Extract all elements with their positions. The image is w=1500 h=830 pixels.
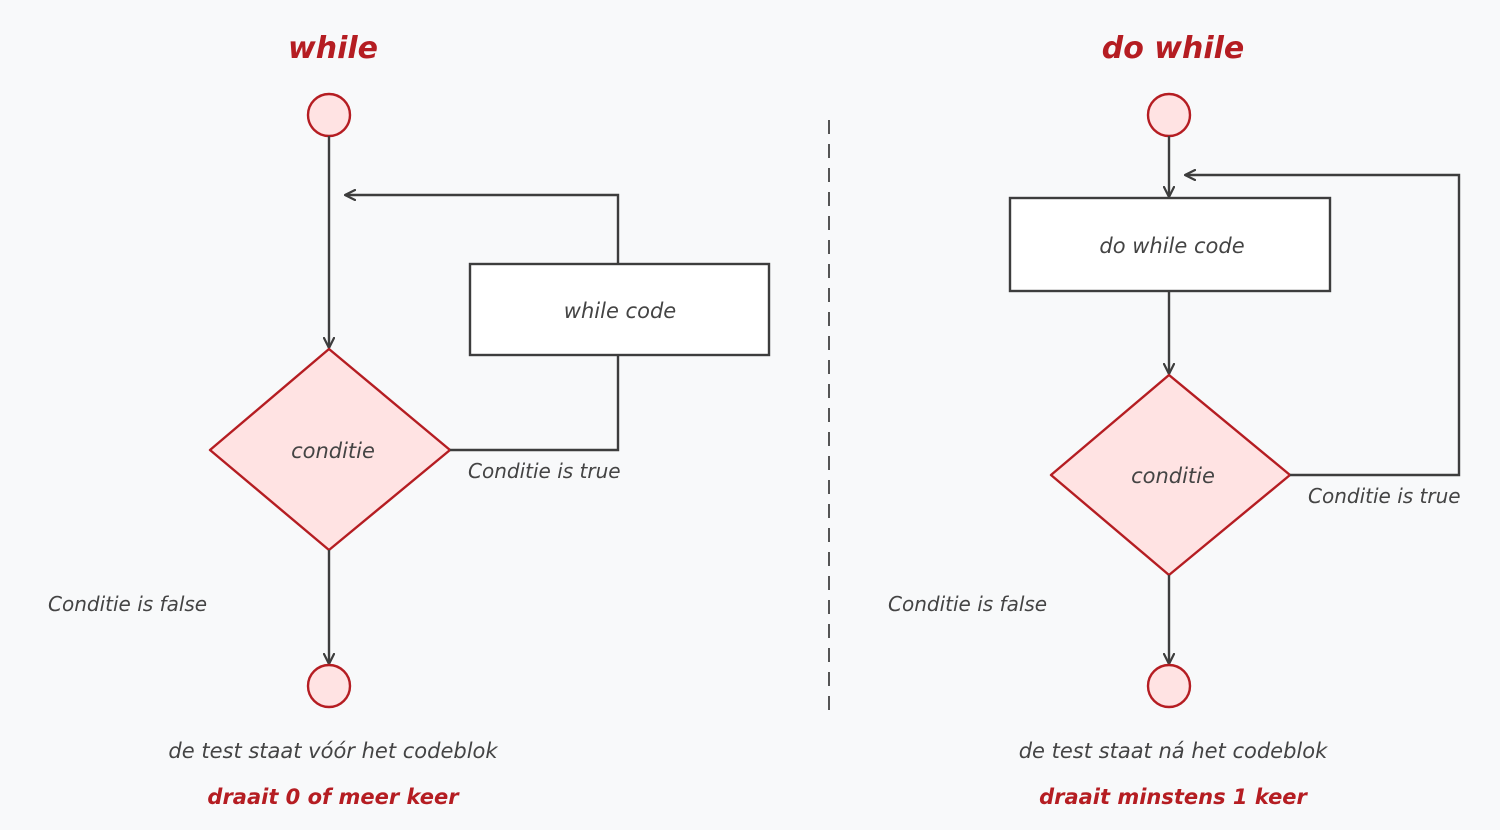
do-while-summary: draait minstens 1 keer bbox=[1039, 785, 1308, 809]
do-while-diagram: do while do while code conditie Conditie… bbox=[888, 31, 1461, 809]
while-code-label: while code bbox=[564, 299, 676, 323]
do-while-start-node bbox=[1146, 92, 1192, 138]
while-title: while bbox=[288, 31, 378, 66]
while-false-label: Conditie is false bbox=[48, 592, 207, 616]
do-while-note: de test staat ná het codeblok bbox=[1019, 739, 1328, 763]
do-while-code-label: do while code bbox=[1099, 234, 1244, 258]
do-while-title: do while bbox=[1102, 31, 1245, 66]
while-start-node bbox=[306, 92, 352, 138]
while-note: de test staat vóór het codeblok bbox=[168, 739, 498, 763]
do-while-false-label: Conditie is false bbox=[888, 592, 1047, 616]
while-flow-code-back-to-top bbox=[345, 195, 620, 263]
while-condition-label: conditie bbox=[291, 439, 375, 463]
while-true-label: Conditie is true bbox=[468, 459, 621, 483]
do-while-true-label: Conditie is true bbox=[1308, 484, 1461, 508]
while-diagram: while conditie while code Conditie is tr… bbox=[48, 31, 771, 809]
while-summary: draait 0 of meer keer bbox=[207, 785, 460, 809]
do-while-end-node bbox=[1146, 663, 1192, 709]
do-while-flow-true-loop-back bbox=[1185, 175, 1461, 477]
while-flow-true-to-code bbox=[450, 356, 620, 452]
while-end-node bbox=[306, 663, 352, 709]
while-code-box bbox=[468, 262, 771, 357]
do-while-condition-label: conditie bbox=[1131, 464, 1215, 488]
do-while-code-box bbox=[1008, 196, 1332, 293]
